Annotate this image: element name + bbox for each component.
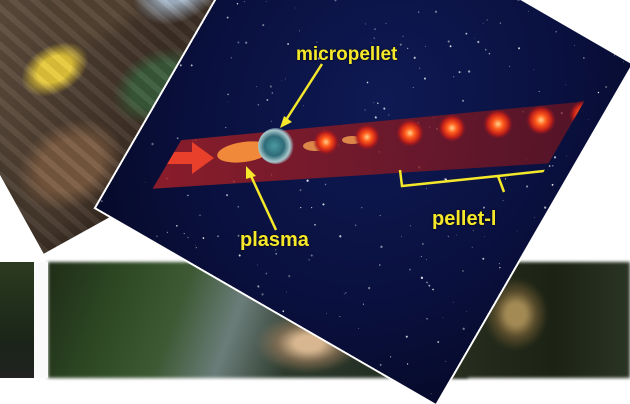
pellet [396, 119, 424, 147]
micropellet-label: micropellet [296, 44, 397, 66]
pellet [354, 124, 380, 150]
pellet [483, 109, 513, 139]
pellet-chain-label: pellet-l [432, 208, 496, 231]
micropellet-sphere [258, 128, 294, 164]
plasma-label: plasma [240, 229, 309, 252]
pellet [569, 100, 599, 130]
micropellet-pointer [286, 64, 322, 120]
beam-band [100, 100, 600, 192]
plasma-pointer [251, 176, 276, 230]
arrowhead-icon [280, 116, 292, 128]
star [430, 393, 431, 394]
pellet [438, 114, 466, 142]
pellet [526, 105, 556, 135]
pellet [313, 129, 339, 155]
